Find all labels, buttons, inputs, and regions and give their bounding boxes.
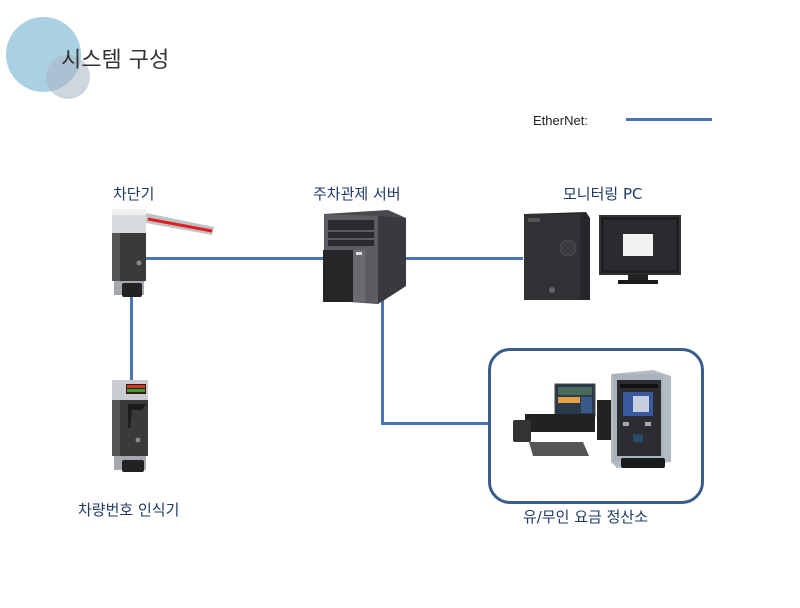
connection-barrier-lpr (130, 295, 133, 380)
server-label: 주차관제 서버 (313, 185, 401, 203)
legend-ethernet-line (626, 118, 712, 121)
legend-label: EtherNet: (533, 113, 588, 128)
connection-barrier-server (145, 257, 325, 260)
barrier-label: 차단기 (113, 185, 155, 203)
desktop-pc-icon (524, 212, 681, 300)
payment-label: 유/무인 요금 정산소 (523, 508, 648, 526)
payment-kiosk-icon (513, 370, 671, 468)
decor-circle-small (46, 55, 90, 99)
connection-server-payment-vertical (381, 295, 384, 424)
barrier-gate-icon (112, 209, 214, 297)
lpr-label: 차량번호 인식기 (78, 501, 180, 519)
monitoring-pc-label: 모니터링 PC (563, 185, 643, 203)
connection-server-pc (405, 257, 523, 260)
license-plate-reader-icon (112, 380, 148, 472)
server-tower-icon (323, 210, 406, 304)
page-title: 시스템 구성 (61, 48, 170, 73)
connection-server-payment-horizontal (381, 422, 491, 425)
